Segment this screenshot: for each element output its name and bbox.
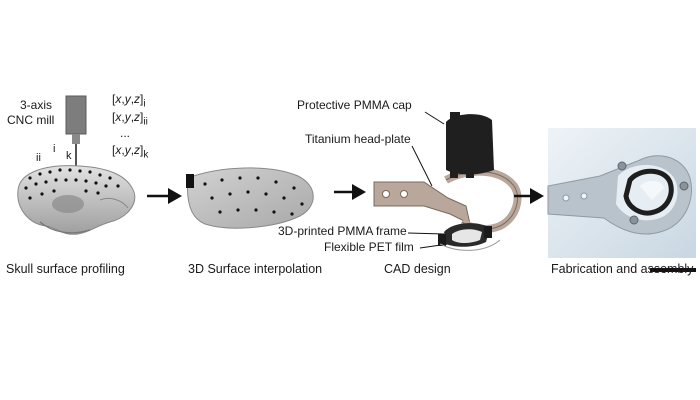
caption-surface-interpolation: 3D Surface interpolation xyxy=(188,262,323,276)
caption-cad-design: CAD design xyxy=(384,262,451,276)
caption-skull-profiling: Skull surface profiling xyxy=(6,262,125,276)
coord-i: [x,y,z]i xyxy=(112,92,146,110)
callout-protective-cap: Protective PMMA cap xyxy=(297,98,412,112)
pmma-frame-shape xyxy=(438,223,492,247)
machine-label-line2: CNC mill xyxy=(7,113,55,127)
machine-label-line1: 3-axis xyxy=(20,98,53,112)
caption-fabrication-assembly: Fabrication and assembly xyxy=(551,262,694,276)
protective-cap-shape xyxy=(446,112,494,178)
coord-ii: [x,y,z]ii xyxy=(112,110,148,128)
pet-film-shape xyxy=(439,239,501,251)
point-label-k: k xyxy=(66,150,72,162)
point-label-ii: ii xyxy=(36,152,41,164)
surface-sample-points xyxy=(203,176,304,216)
coord-k: [x,y,z]k xyxy=(112,143,149,161)
scale-bar xyxy=(650,268,696,272)
callout-pet-film: Flexible PET film xyxy=(324,240,414,254)
coord-ellipsis: ... xyxy=(120,126,131,140)
point-label-i: i xyxy=(53,143,56,155)
skull-sample-points xyxy=(24,168,120,200)
callout-titanium-head-plate: Titanium head-plate xyxy=(305,132,411,146)
callout-pmma-frame: 3D-printed PMMA frame xyxy=(278,224,407,238)
